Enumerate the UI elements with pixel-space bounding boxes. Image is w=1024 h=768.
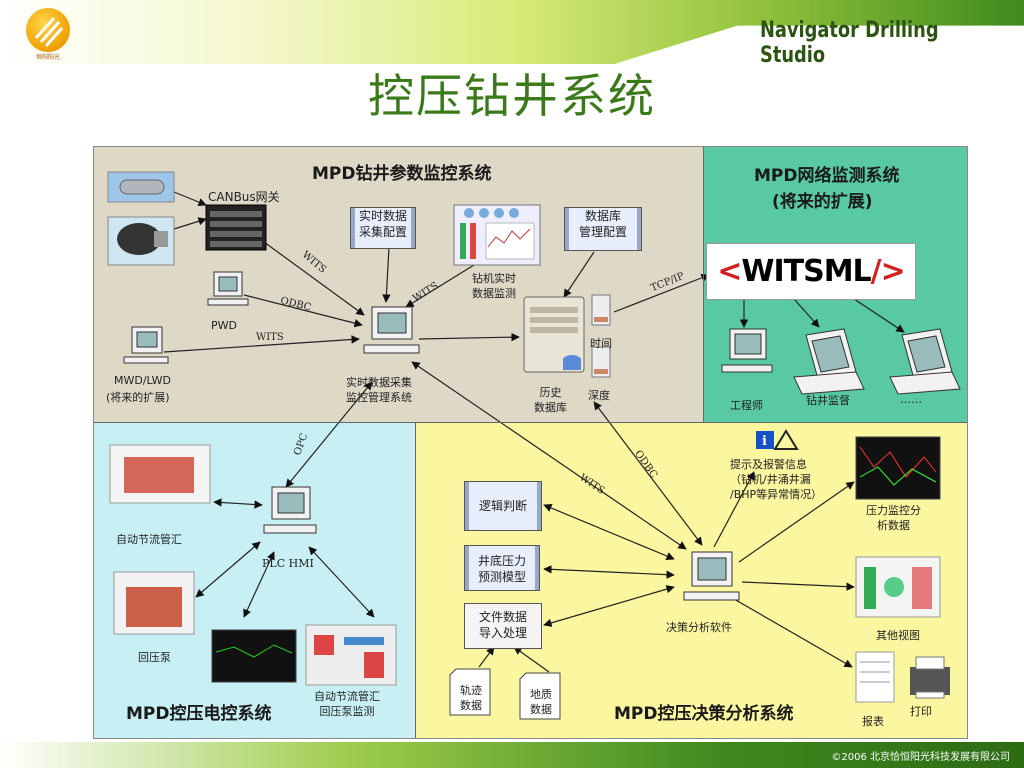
mwd-label: MWD/LWD bbox=[114, 374, 172, 387]
acquisition-computer-icon bbox=[363, 306, 420, 354]
plc-hmi-computer-icon bbox=[263, 486, 317, 534]
choke-pump-monitor-label: 自动节流管汇回压泵监测 bbox=[314, 690, 380, 718]
time-depth-db-icons bbox=[591, 294, 611, 378]
connector-lines: i bbox=[107, 171, 961, 720]
pump-label: 回压泵 bbox=[138, 651, 171, 664]
page-title: 控压钻井系统 bbox=[368, 69, 656, 123]
mwd-computer-icon bbox=[123, 326, 169, 364]
extra-laptop-icon bbox=[889, 328, 961, 395]
alarm-icon: i bbox=[756, 429, 799, 450]
mpd-diagram: i MPD钻井参数监控系统 MPD网络监测系统 (将来的扩展) MPD控压电控系… bbox=[93, 146, 968, 739]
network-system-title: MPD网络监测系统 bbox=[754, 166, 900, 186]
rt-config-box: 实时数据采集配置 bbox=[350, 207, 416, 249]
rig-monitor-label: 钻机实时数据监测 bbox=[472, 272, 516, 300]
plc-hmi-label: PLC HMI bbox=[262, 557, 314, 570]
electric-system-title: MPD控压电控系统 bbox=[126, 704, 272, 724]
studio-name: Navigator Drilling Studio bbox=[760, 18, 939, 68]
footer-band: ©2006 北京恰恒阳光科技发展有限公司 bbox=[0, 742, 1024, 768]
server-icon bbox=[523, 296, 585, 373]
trajectory-data-label: 轨迹数据 bbox=[460, 684, 482, 712]
mwd-note: (将来的扩展) bbox=[106, 391, 170, 404]
history-db-label: 历史数据库 bbox=[534, 386, 567, 414]
decision-system-title: MPD控压决策分析系统 bbox=[614, 704, 794, 724]
svg-text:i: i bbox=[762, 434, 767, 449]
data-file-icons bbox=[449, 668, 561, 720]
engineer-label: 工程师 bbox=[730, 399, 763, 412]
logic-judgement-box: 逻辑判断 bbox=[464, 481, 542, 531]
file-import-box: 文件数据导入处理 bbox=[464, 603, 542, 649]
logo-text: 恒阳阳光 bbox=[35, 54, 60, 61]
divider-v-bottom bbox=[415, 422, 416, 738]
network-system-subtitle: (将来的扩展) bbox=[772, 192, 873, 212]
pwd-label: PWD bbox=[211, 319, 237, 332]
supervisor-laptop-icon bbox=[793, 328, 865, 395]
geology-data-label: 地质数据 bbox=[530, 688, 552, 716]
link-wits-mwd: WITS bbox=[256, 332, 284, 343]
supervisor-label: 钻井监督 bbox=[806, 394, 850, 407]
company-logo bbox=[26, 8, 70, 52]
alarm-info-label: 提示及报警信息（钻机/井涌井漏/BHP等异常情况） bbox=[730, 458, 823, 501]
equipment-images bbox=[109, 444, 397, 686]
monitor-system-title: MPD钻井参数监控系统 bbox=[312, 164, 492, 184]
db-config-box: 数据库管理配置 bbox=[564, 207, 642, 251]
pwd-computer-icon bbox=[207, 271, 249, 306]
print-label: 打印 bbox=[910, 705, 932, 718]
other-views-label: 其他视图 bbox=[876, 629, 920, 642]
more-label: …… bbox=[900, 393, 922, 406]
output-images bbox=[855, 436, 950, 703]
logo-stripes-icon bbox=[34, 16, 64, 47]
sensor-images bbox=[107, 171, 175, 266]
canbus-label: CANBus网关 bbox=[208, 190, 280, 204]
divider-h bbox=[94, 422, 967, 423]
engineer-computer-icon bbox=[721, 328, 773, 373]
pressure-data-label: 压力监控分析数据 bbox=[866, 504, 921, 532]
choke-manifold-label: 自动节流管汇 bbox=[116, 533, 182, 546]
time-label: 时间 bbox=[590, 337, 612, 350]
decision-computer-icon bbox=[683, 551, 740, 601]
rig-monitor-screenshot bbox=[453, 204, 541, 266]
bhp-model-box: 井底压力预测模型 bbox=[464, 545, 540, 591]
witsml-logo: <WITSML/> bbox=[706, 243, 916, 300]
decision-software-label: 决策分析软件 bbox=[666, 621, 732, 634]
divider-v-top bbox=[703, 147, 704, 422]
acq-system-label: 实时数据采集监控管理系统 bbox=[346, 376, 412, 404]
report-label: 报表 bbox=[862, 715, 884, 728]
depth-label: 深度 bbox=[588, 389, 610, 402]
copyright-text: ©2006 北京恰恒阳光科技发展有限公司 bbox=[831, 752, 1010, 763]
canbus-gateway-icon bbox=[205, 204, 267, 251]
